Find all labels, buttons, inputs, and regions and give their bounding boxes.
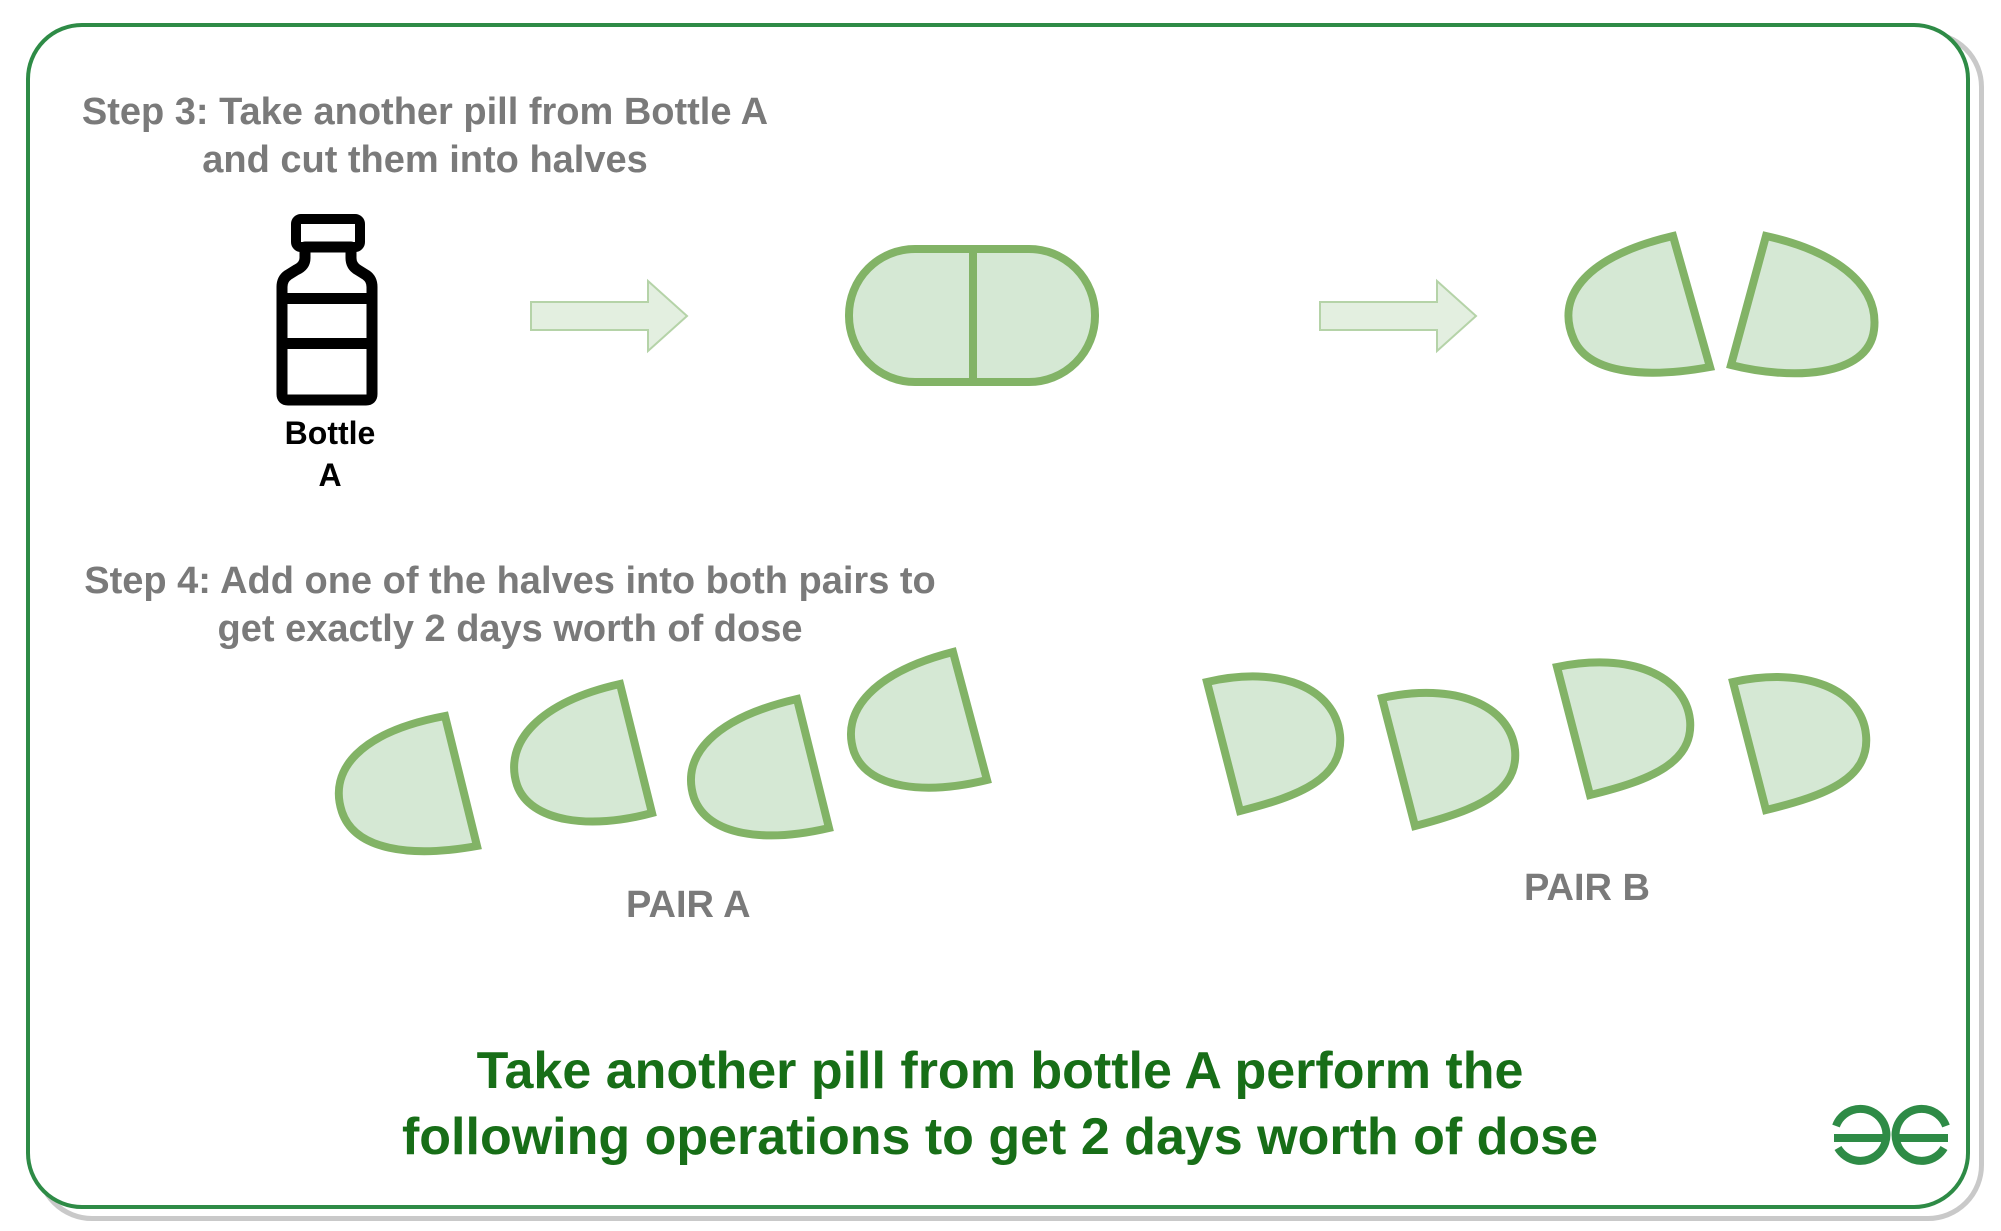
arrow-right-icon-1 [530, 278, 689, 354]
bottle-label: Bottle A [260, 412, 400, 496]
gfg-logo [1832, 1104, 1950, 1165]
caption-line-2: following operations to get 2 days worth… [401, 1108, 1599, 1166]
pair-a-half-4 [846, 647, 992, 792]
whole-pill [845, 245, 1099, 386]
step-3-line-1: Step 3: Take another pill from Bottle A [81, 91, 769, 133]
pair-b-half-4 [1728, 673, 1871, 815]
pair-a-half-2 [510, 679, 657, 826]
pair-b-half-3 [1552, 658, 1695, 800]
pair-b-halves [1202, 658, 1871, 831]
arrow-right-icon-2 [1319, 278, 1478, 354]
pair-a-half-1 [334, 711, 482, 856]
pill-half-left [1564, 231, 1716, 377]
pair-b-half-1 [1202, 672, 1345, 816]
step-3-line-2: and cut them into halves [202, 139, 648, 181]
pair-a-half-3 [687, 694, 834, 840]
pair-b-half-2 [1377, 688, 1520, 831]
bottle-label-line-1: Bottle [284, 415, 376, 451]
step-4-line-1: Step 4: Add one of the halves into both … [84, 560, 936, 602]
pair-a-halves [334, 647, 992, 856]
caption-line-1: Take another pill from bottle A perform … [476, 1042, 1524, 1100]
bottle-label-line-2: A [318, 457, 342, 493]
pill-half-right [1726, 231, 1879, 378]
caption: Take another pill from bottle A perform … [250, 1038, 1750, 1170]
pair-b-label: PAIR B [1524, 867, 1650, 909]
step-3-instruction: Step 3: Take another pill from Bottle A … [50, 88, 800, 184]
bottle-icon [276, 214, 378, 406]
pair-a-label: PAIR A [626, 884, 751, 926]
step-4-instruction: Step 4: Add one of the halves into both … [50, 557, 970, 653]
step-4-line-2: get exactly 2 days worth of dose [217, 608, 803, 650]
